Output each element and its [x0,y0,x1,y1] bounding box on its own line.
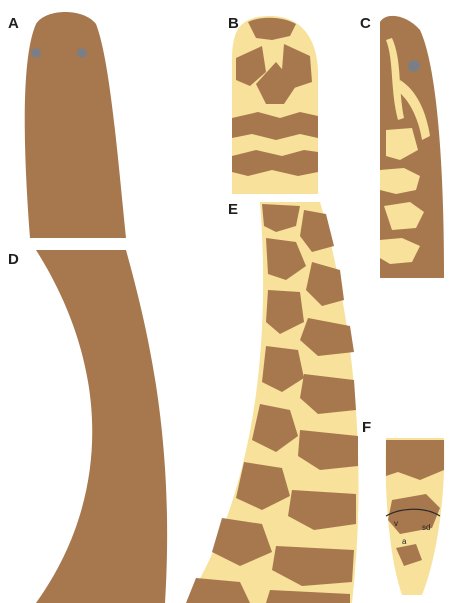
eye-left-icon [31,48,41,58]
lateral-eye-icon [408,60,420,72]
panel-label-d: D [8,251,19,268]
specimen-body-pattern [186,202,359,603]
eye-right-icon [77,48,87,58]
body-plain [25,12,167,603]
panel-label-a: A [8,15,19,32]
vent-label-a: a [402,537,407,546]
panel-label-c: C [360,15,371,32]
vent-label-sd: sd [422,523,430,532]
specimen-head-pattern [232,16,318,194]
specimen-tail-ventral: v sd a [386,438,445,595]
panel-label-b: B [228,15,239,32]
panel-label-f: F [362,419,371,436]
panel-label-e: E [228,201,238,218]
vent-label-v: v [394,519,398,528]
specimen-head-lateral [380,16,444,278]
specimen-plain [25,12,167,603]
